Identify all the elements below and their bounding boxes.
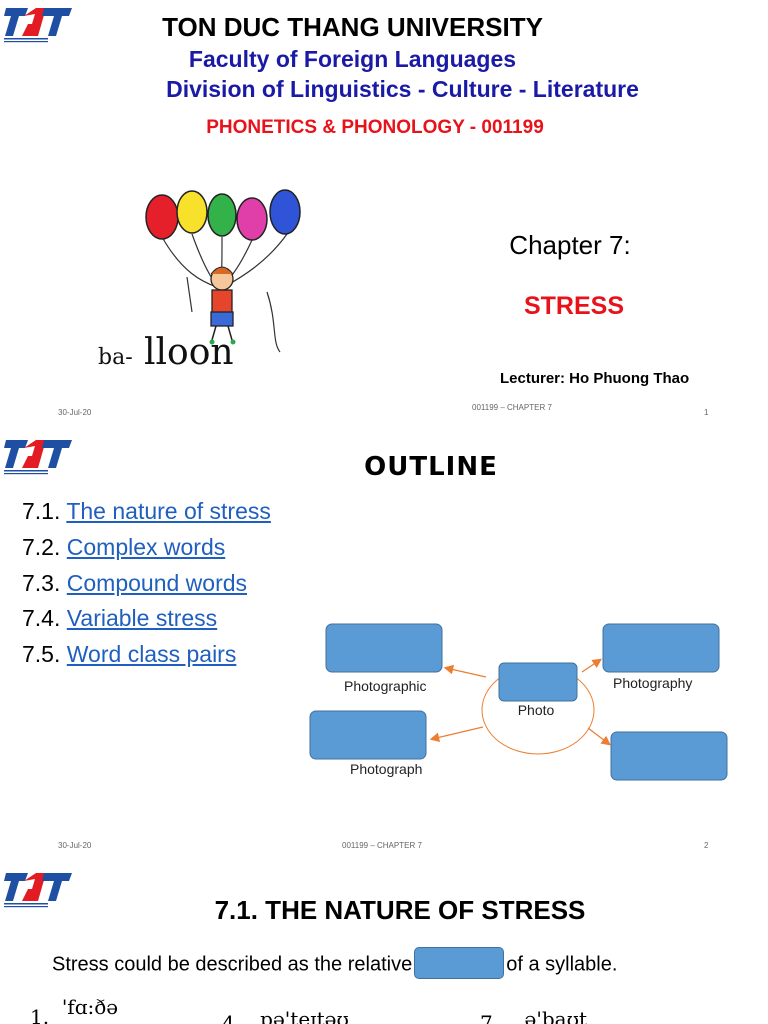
footer-page: 1 (704, 408, 709, 417)
yellow-balloon-icon (176, 190, 208, 234)
outline-link-variable-stress[interactable]: Variable stress (66, 605, 218, 632)
label-photography: Photography (613, 675, 692, 691)
fill-in-blank-box (414, 947, 505, 979)
university-logo (2, 867, 76, 909)
outline-link-compound-words[interactable]: Compound words (66, 569, 248, 596)
lecturer-name: Lecturer: Ho Phuong Thao (500, 370, 690, 387)
outline-link-nature-of-stress[interactable]: The nature of stress (66, 498, 271, 524)
slide-3: 7.1. THE NATURE OF STRESS Stress could b… (0, 855, 768, 1024)
example-4: 4. pə'teɪtəʊ (222, 1007, 349, 1024)
footer-page: 2 (704, 841, 709, 850)
outline-item: 7.4. Variable stress (22, 605, 218, 632)
box-photograph (309, 710, 427, 760)
outline-list: 7.1. The nature of stress 7.2. Complex w… (22, 494, 271, 673)
example-1: 1. 'fɑ:ðə (30, 995, 119, 1024)
stress-definition: Stress could be described as the relativ… (52, 947, 617, 981)
blue-balloon-icon (269, 189, 301, 235)
outline-item: 7.5. Word class pairs (22, 641, 237, 668)
label-photographic: Photographic (344, 678, 427, 694)
slide-1: TON DUC THANG UNIVERSITY Faculty of Fore… (0, 0, 768, 430)
red-balloon-icon (145, 194, 179, 240)
footer-course: 001199 – CHAPTER 7 (472, 403, 552, 412)
box-photography (602, 623, 720, 673)
word-family-diagram: Photo Photographic Photography Photograp… (300, 620, 740, 785)
outline-title: OUTLINE (364, 452, 498, 482)
center-box (498, 662, 578, 702)
balloon-illustration: ba- lloon (92, 182, 342, 377)
outline-item: 7.2. Complex words (22, 533, 226, 560)
slide-2: OUTLINE 7.1. The nature of stress 7.2. C… (0, 430, 768, 855)
label-photograph: Photograph (350, 761, 422, 777)
footer-date: 30-Jul-20 (58, 408, 92, 417)
division-name: Division of Linguistics - Culture - Lite… (166, 76, 639, 102)
university-title: TON DUC THANG UNIVERSITY (162, 12, 543, 42)
pink-balloon-icon (236, 197, 268, 241)
outline-link-word-class-pairs[interactable]: Word class pairs (66, 641, 237, 668)
outline-link-complex-words[interactable]: Complex words (66, 533, 226, 560)
university-logo (2, 434, 76, 476)
balloon-word: lloon (144, 332, 234, 373)
chapter-title: STRESS (523, 292, 625, 320)
outline-item: 7.3. Compound words (22, 569, 248, 596)
university-logo (2, 2, 76, 44)
box-right-bottom (610, 731, 728, 781)
outline-item: 7.1. The nature of stress (22, 498, 271, 524)
green-balloon-icon (207, 193, 237, 237)
balloon-prefix: ba- (98, 345, 133, 370)
box-photographic (325, 623, 443, 673)
diagram-arrows (429, 658, 611, 746)
section-title: 7.1. THE NATURE OF STRESS (214, 895, 586, 925)
chapter-label: Chapter 7: (509, 230, 631, 260)
footer-course: 001199 – CHAPTER 7 (342, 841, 422, 850)
course-code: PHONETICS & PHONOLOGY - 001199 (206, 117, 544, 138)
faculty-name: Faculty of Foreign Languages (188, 46, 517, 72)
footer-date: 30-Jul-20 (58, 841, 92, 850)
example-7: 7. ə'baʊt (480, 1007, 588, 1024)
center-label: Photo (518, 702, 555, 718)
